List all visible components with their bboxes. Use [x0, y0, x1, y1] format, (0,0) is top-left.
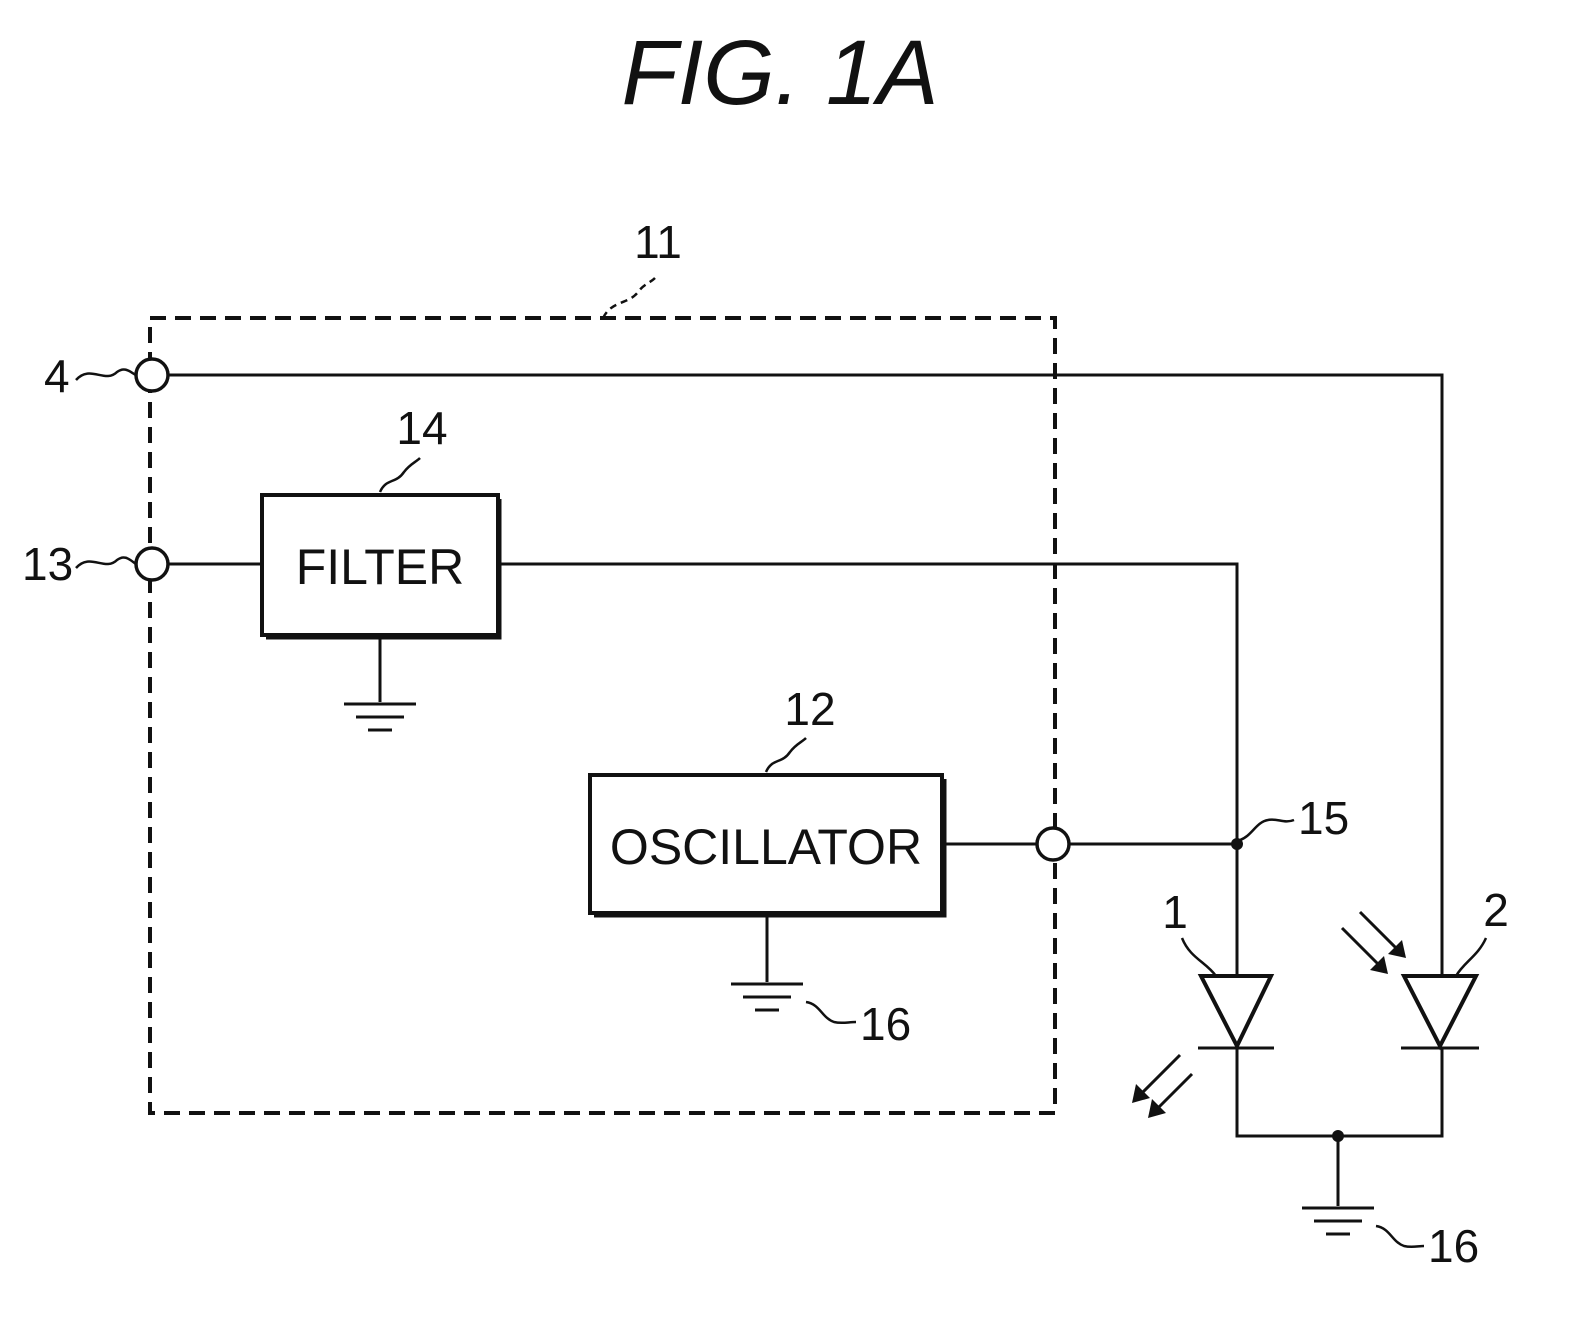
- oscillator-ref-label: 12: [784, 683, 835, 735]
- photodiode-triangle: [1404, 976, 1476, 1046]
- module-ref-label: 11: [634, 216, 682, 268]
- figure-title: FIG. 1A: [622, 22, 939, 124]
- oscillator-label: OSCILLATOR: [610, 819, 922, 875]
- inner-ground-leader: [806, 1002, 856, 1023]
- input-terminal-leader: [76, 557, 136, 568]
- filter-leader: [380, 458, 420, 492]
- power-terminal: [136, 359, 168, 391]
- inner-ground-label: 16: [860, 998, 911, 1050]
- led-emission-arrow-1: [1140, 1055, 1180, 1095]
- power-terminal-label: 4: [44, 350, 70, 402]
- module-leader: [603, 278, 655, 318]
- photodiode-light-arrow-1: [1342, 928, 1380, 966]
- input-terminal-label: 13: [22, 538, 73, 590]
- photodiode-leader: [1456, 938, 1486, 976]
- led-triangle: [1201, 976, 1271, 1046]
- node-leader: [1240, 820, 1294, 840]
- module-boundary: [150, 318, 1055, 1113]
- input-terminal: [136, 548, 168, 580]
- filter-label: FILTER: [296, 539, 465, 595]
- photodiode-light-arrow-2: [1360, 912, 1398, 950]
- oscillator-leader: [766, 738, 806, 772]
- power-terminal-leader: [76, 369, 136, 380]
- photodiode-label: 2: [1483, 884, 1509, 936]
- oscillator-output-terminal: [1037, 828, 1069, 860]
- outer-ground-leader: [1376, 1226, 1424, 1247]
- outer-ground-label: 16: [1428, 1220, 1479, 1272]
- led-emission-arrow-2: [1156, 1074, 1192, 1110]
- led-label: 1: [1162, 886, 1188, 938]
- filter-ref-label: 14: [396, 402, 447, 454]
- led-leader: [1182, 938, 1216, 976]
- cathode-return-wire: [1237, 1048, 1442, 1136]
- node-label: 15: [1298, 792, 1349, 844]
